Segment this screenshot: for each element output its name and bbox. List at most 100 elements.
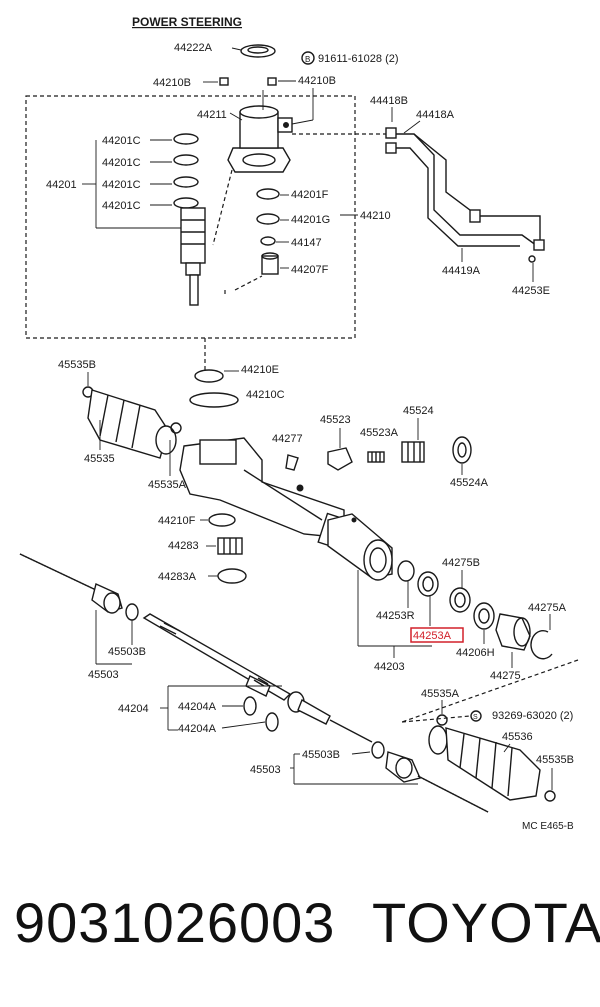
label-44201C-1: 44201C [102, 135, 141, 147]
spring-cap-45524[interactable] [401, 441, 425, 463]
bushing-44283[interactable] [217, 537, 243, 555]
label-44210: 44210 [360, 210, 391, 222]
part-44277[interactable] [285, 454, 299, 471]
claw-washer-44204A-1[interactable] [243, 696, 257, 716]
tie-rod-end-left[interactable] [19, 553, 123, 614]
pressure-tube-44419A[interactable] [385, 127, 545, 251]
ring-44201G[interactable] [256, 213, 280, 225]
highlight-box-44253A[interactable] [410, 627, 464, 643]
spring-45523A[interactable] [367, 451, 385, 463]
seal-ring-44201C-2[interactable] [173, 154, 199, 166]
label-44275A: 44275A [528, 602, 567, 614]
label-44210F: 44210F [158, 515, 196, 527]
label-44201C-2: 44201C [102, 157, 141, 169]
label-44207F: 44207F [291, 264, 329, 276]
label-45535-left: 45535 [84, 453, 115, 465]
seal-ring-44201C-3[interactable] [173, 176, 199, 188]
label-44283: 44283 [168, 540, 199, 552]
label-44201: 44201 [46, 179, 77, 191]
label-44201F: 44201F [291, 189, 329, 201]
end-stopper-44275[interactable] [495, 613, 531, 651]
part-number: 9031026003 [14, 891, 336, 954]
clamp-45535A-right[interactable] [436, 714, 448, 726]
seal-44207F[interactable] [261, 252, 279, 275]
label-45524A: 45524A [450, 477, 489, 489]
bushing-44206H[interactable] [473, 602, 495, 630]
valve-housing-44211[interactable] [227, 105, 293, 173]
seal-44275B[interactable] [449, 587, 471, 613]
label-45523A: 45523A [360, 427, 399, 439]
tie-rod-end-right[interactable] [385, 751, 489, 813]
figure-code: MC E465-B [522, 821, 574, 832]
nut-44210B-right[interactable] [267, 77, 277, 86]
clamp-44253E[interactable] [528, 255, 536, 263]
label-44210B-left: 44210B [153, 77, 191, 89]
label-44275: 44275 [490, 670, 521, 682]
label-44201G: 44201G [291, 214, 330, 226]
label-45503-left: 45503 [88, 669, 119, 681]
svg-text:S: S [473, 714, 478, 721]
snap-ring-44275A[interactable] [530, 630, 553, 660]
label-44275B: 44275B [442, 557, 480, 569]
nut-44283A[interactable] [217, 568, 247, 584]
seal-44210F[interactable] [208, 513, 236, 527]
label-44418A: 44418A [416, 109, 455, 121]
cylinder-tube[interactable] [327, 513, 393, 581]
label-44210E: 44210E [241, 364, 279, 376]
label-44204: 44204 [118, 703, 149, 715]
inner-tie-rod[interactable] [287, 691, 373, 743]
clip-45535B-right[interactable] [544, 790, 556, 802]
label-44211: 44211 [197, 109, 227, 121]
label-44253A: 44253A [413, 630, 452, 642]
seal-ring-44201C-4[interactable] [173, 197, 199, 209]
bolt-symbol-b [301, 51, 315, 65]
label-45503-right: 45503 [250, 764, 281, 776]
footer: 9031026003 TOYOTA [0, 890, 600, 970]
lock-nut-45524A[interactable] [452, 436, 472, 464]
parts-diagram: POWER STEERING 44222A 44210B 44210B B 91… [19, 15, 579, 832]
steering-rack[interactable] [142, 613, 292, 701]
label-44418B: 44418B [370, 95, 408, 107]
bolt-symbol-s [470, 710, 482, 722]
o-ring-44210C[interactable] [189, 392, 239, 408]
brand-name: TOYOTA [372, 891, 600, 954]
label-44147: 44147 [291, 237, 322, 249]
lock-nut-45503B-left[interactable] [125, 603, 139, 621]
ring-44201F[interactable] [256, 188, 280, 200]
label-44204A-1: 44204A [178, 701, 217, 713]
label-bolt-91611: 91611-61028 (2) [318, 53, 399, 65]
label-44206H: 44206H [456, 647, 495, 659]
label-44210C: 44210C [246, 389, 285, 401]
seal-44275B-inner[interactable] [417, 571, 439, 597]
diagram-title: POWER STEERING [132, 15, 242, 29]
label-44253E: 44253E [512, 285, 550, 297]
clamp-45535A-left[interactable] [170, 422, 182, 434]
ring-44253R[interactable] [397, 560, 415, 582]
label-45535B-top: 45535B [58, 359, 96, 371]
claw-washer-44204A-2[interactable] [265, 712, 279, 732]
label-44283A: 44283A [158, 571, 197, 583]
svg-text:B: B [305, 55, 310, 64]
rack-guide-45523[interactable] [327, 447, 353, 471]
label-bolt-93269: 93269-63020 (2) [492, 710, 573, 722]
label-45524: 45524 [403, 405, 434, 417]
control-valve-shaft[interactable] [180, 207, 206, 306]
label-45503B-right: 45503B [302, 749, 340, 761]
seal-ring-44201C-1[interactable] [173, 133, 199, 145]
bellows-boot-45535-left[interactable] [87, 389, 177, 459]
label-45503B-left: 45503B [108, 646, 146, 658]
label-45535B-right: 45535B [536, 754, 574, 766]
valve-assembly-boundary [25, 95, 356, 339]
label-44203: 44203 [374, 661, 405, 673]
label-44204A-2: 44204A [178, 723, 217, 735]
label-45523: 45523 [320, 414, 351, 426]
lock-nut-45503B-right[interactable] [371, 741, 385, 759]
label-45536: 45536 [502, 731, 533, 743]
seal-44210E[interactable] [194, 369, 224, 383]
label-44277: 44277 [272, 433, 303, 445]
bearing-44147[interactable] [260, 236, 276, 246]
bellows-boot-45536[interactable] [428, 725, 541, 801]
nut-44210B-left[interactable] [219, 77, 229, 86]
label-44201C-4: 44201C [102, 200, 141, 212]
label-44419A: 44419A [442, 265, 481, 277]
